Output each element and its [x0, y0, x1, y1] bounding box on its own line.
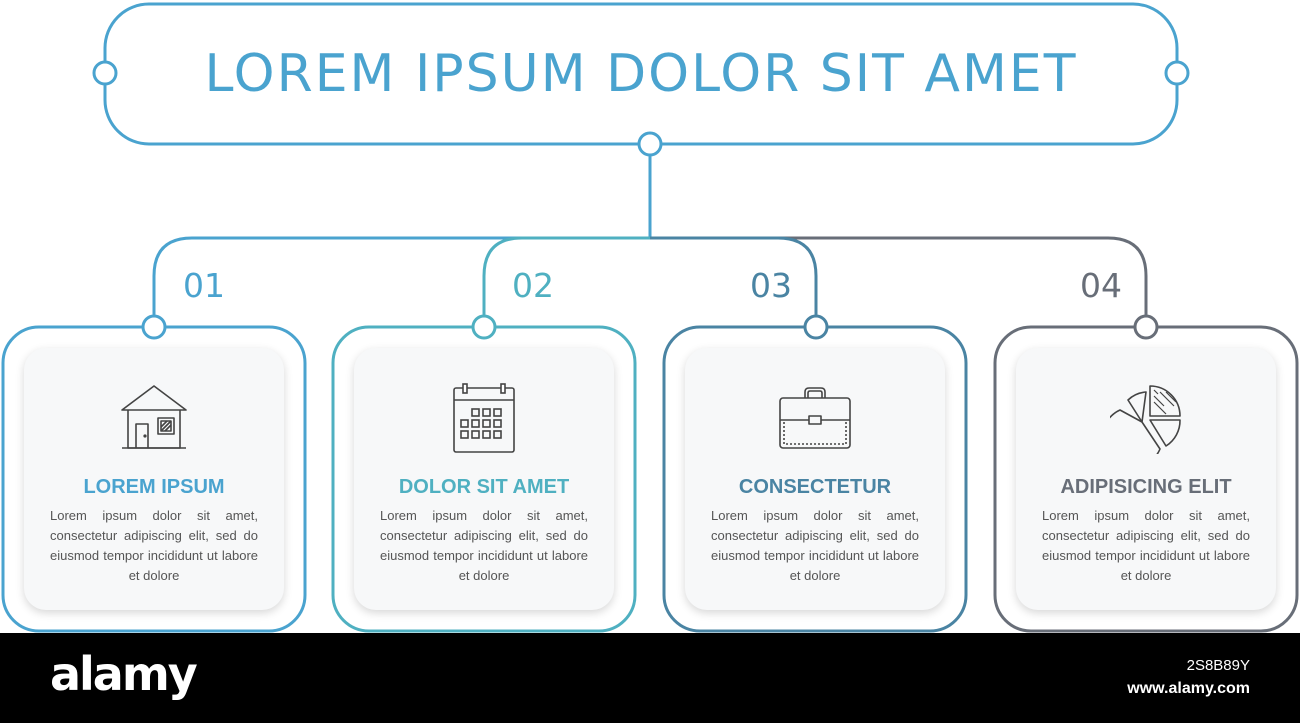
step-description-01: Lorem ipsum dolor sit amet, consectetur …: [50, 508, 258, 583]
title-left-dot: [92, 60, 118, 86]
step-number-01: 01: [183, 266, 225, 305]
brand-logo: alamy: [50, 647, 198, 701]
image-id: 2S8B89Y: [1186, 657, 1250, 674]
card-dot-03: [803, 314, 829, 340]
title-right-dot: [1164, 60, 1190, 86]
step-card-03: CONSECTETUR Lorem ipsum dolor sit amet, …: [685, 348, 945, 610]
step-card-04: ADIPISICING ELIT Lorem ipsum dolor sit a…: [1016, 348, 1276, 610]
diagram-title: LOREM IPSUM DOLOR SIT AMET: [204, 44, 1078, 104]
step-description-04: Lorem ipsum dolor sit amet, consectetur …: [1042, 508, 1250, 583]
branch-line-04: [650, 236, 1148, 327]
step-title-03: CONSECTETUR: [738, 476, 892, 498]
step-number-02: 02: [512, 266, 554, 305]
trunk-top-dot: [637, 131, 663, 157]
site-url: www.alamy.com: [1127, 680, 1250, 697]
step-card-02: DOLOR SIT AMET Lorem ipsum dolor sit ame…: [354, 348, 614, 610]
card-dot-04: [1133, 314, 1159, 340]
house-icon: [121, 385, 187, 449]
branch-line-01: [152, 236, 650, 327]
calendar-icon: [453, 383, 515, 453]
step-title-04: ADIPISICING ELIT: [1060, 476, 1232, 498]
step-title-01: LOREM IPSUM: [83, 476, 225, 498]
step-description-03: Lorem ipsum dolor sit amet, consectetur …: [711, 508, 919, 583]
briefcase-icon: [779, 387, 851, 449]
watermark-footer: alamy 2S8B89Y www.alamy.com: [0, 633, 1300, 723]
step-number-04: 04: [1080, 266, 1122, 305]
pie-chart-icon: [1110, 385, 1181, 454]
step-title-02: DOLOR SIT AMET: [398, 476, 570, 498]
card-dot-02: [471, 314, 497, 340]
branch-line-02: [482, 236, 650, 327]
card-dot-01: [141, 314, 167, 340]
branch-line-03: [650, 236, 818, 327]
step-number-03: 03: [750, 266, 792, 305]
step-card-01: LOREM IPSUM Lorem ipsum dolor sit amet, …: [24, 348, 284, 610]
step-description-02: Lorem ipsum dolor sit amet, consectetur …: [380, 508, 588, 583]
